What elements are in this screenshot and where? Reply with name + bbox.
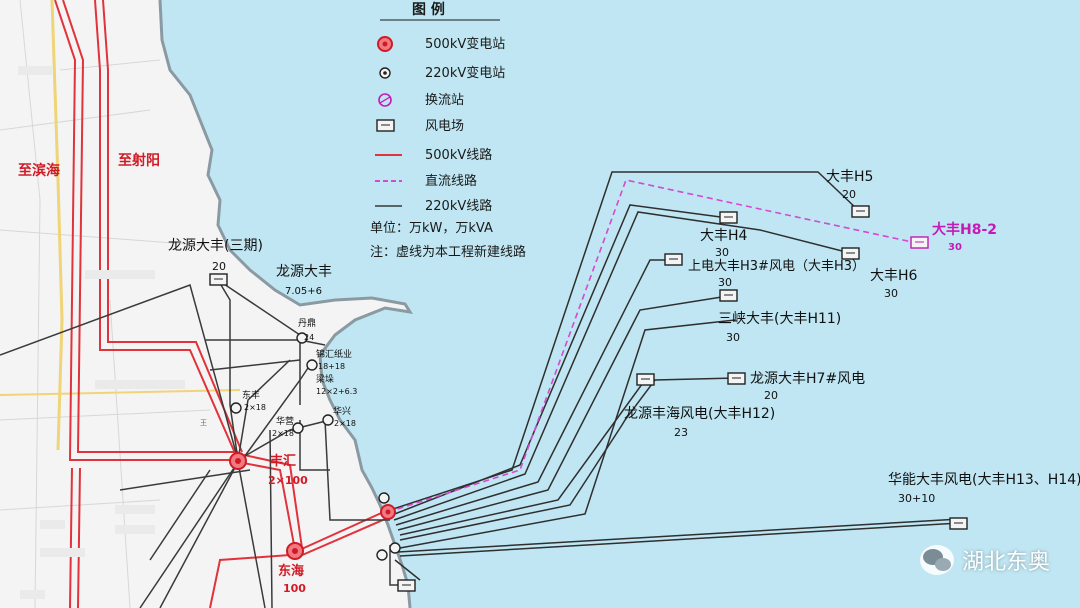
label-dongfeng: 东丰	[242, 389, 260, 401]
label-h6-cap: 30	[884, 287, 898, 300]
label-to-sheyang: 至射阳	[118, 152, 160, 169]
label-fenghui-cap: 2×100	[268, 474, 308, 487]
500kv-substation-icon	[229, 452, 247, 470]
500kv-substation-icon	[377, 36, 393, 52]
label-h11: 三峡大丰(大丰H11)	[718, 311, 841, 327]
legend-500kv-substation: 500kV变电站	[425, 36, 505, 52]
label-donghai: 东海	[278, 563, 304, 579]
220kv-substation-icon	[322, 414, 334, 426]
label-fenghui: 丰汇	[270, 453, 296, 469]
label-h5-cap: 20	[842, 188, 856, 201]
label-danding-cap: 24	[304, 333, 314, 342]
label-jiangsu-paper: 锦汇纸业	[316, 348, 352, 360]
label-h11-cap: 30	[726, 331, 740, 344]
label-longyuan-dafeng3-cap: 20	[212, 260, 226, 273]
watermark: 湖北东奥	[919, 540, 1050, 580]
legend-220kv-substation: 220kV变电站	[425, 65, 505, 81]
label-h4-cap: 30	[715, 246, 729, 259]
legend-500kv-line: 500kV线路	[425, 147, 492, 163]
yellow-road	[0, 389, 241, 396]
label-h12: 龙源丰海风电(大丰H12)	[624, 406, 775, 422]
label-donghai-cap: 100	[283, 582, 306, 595]
dc-line	[387, 179, 913, 513]
legend-dc-line: 直流线路	[425, 173, 477, 189]
wind-farm-icon	[376, 119, 395, 132]
label-h3-cap: 30	[718, 276, 732, 289]
wechat-icon	[919, 545, 954, 575]
label-liangduo: 梁垛	[316, 373, 334, 385]
220kv-substation-icon	[230, 402, 242, 414]
legend-title: 图 例	[412, 1, 445, 18]
land-area	[0, 0, 410, 608]
label-danding: 丹鼎	[298, 318, 316, 329]
label-jiangsu-paper-cap: 18+18	[318, 362, 345, 371]
label-h6: 大丰H6	[870, 268, 918, 284]
label-h8: 大丰H8-2	[932, 221, 997, 238]
220kv-substation-icon	[379, 67, 391, 79]
label-longyuan-dafeng: 龙源大丰	[276, 264, 332, 280]
legend-unit: 单位：万kW，万kVA	[370, 221, 493, 236]
220kv-lines	[0, 279, 405, 608]
500kv-substation-icon	[380, 504, 396, 520]
label-wang: 王	[200, 419, 207, 427]
220kv-substation-icon	[296, 332, 308, 344]
label-h3: 上电大丰H3#风电（大丰H3）	[688, 259, 865, 274]
legend-220kv-line: 220kV线路	[425, 198, 492, 214]
220kv-substation-icon	[306, 359, 318, 371]
label-h13-cap: 30+10	[898, 492, 935, 505]
legend-note: 注：虚线为本工程新建线路	[370, 244, 526, 260]
label-to-binhai: 至滨海	[18, 162, 60, 179]
label-longyuan-dafeng-cap: 7.05+6	[285, 286, 322, 297]
label-longyuan-dafeng3: 龙源大丰(三期)	[168, 238, 263, 254]
label-huaxing: 华兴	[333, 405, 351, 417]
220kv-substation-icon	[292, 422, 304, 434]
500kv-lines	[54, 0, 393, 608]
legend-wind-farm: 风电场	[425, 119, 464, 134]
label-h4: 大丰H4	[700, 228, 748, 244]
label-h12-cap: 23	[674, 426, 688, 439]
label-h8-cap: 30	[948, 242, 962, 253]
converter-station-icon	[910, 236, 929, 249]
legend: 图 例 500kV变电站 220kV变电站 换流站 风电场 500kV线路 直流…	[370, 1, 526, 260]
label-h7: 龙源大丰H7#风电	[750, 371, 865, 387]
converter-station-icon	[378, 93, 392, 107]
label-dongfeng-cap: 2×18	[244, 403, 266, 412]
label-huaxing-cap: 2×18	[334, 419, 356, 428]
220kv-substation-icon	[378, 492, 390, 504]
label-h13: 华能大丰风电(大丰H13、H14)	[888, 472, 1080, 488]
label-liangduo-cap: 12×2+6.3	[316, 387, 357, 396]
legend-converter-station: 换流站	[425, 93, 464, 108]
label-huaying-cap: 2×18	[272, 429, 294, 438]
watermark-text: 湖北东奥	[961, 550, 1050, 575]
label-h7-cap: 20	[764, 389, 778, 402]
label-huaying: 华营	[276, 415, 294, 427]
220kv-substation-icon	[376, 549, 388, 561]
shoreline	[158, 0, 414, 608]
220kv-substation-icon	[389, 542, 401, 554]
500kv-substation-icon	[286, 542, 304, 560]
yellow-road	[50, 0, 64, 451]
label-h5: 大丰H5	[826, 169, 873, 185]
offshore-220kv-lines	[389, 171, 961, 581]
base-map-labels	[18, 66, 185, 599]
